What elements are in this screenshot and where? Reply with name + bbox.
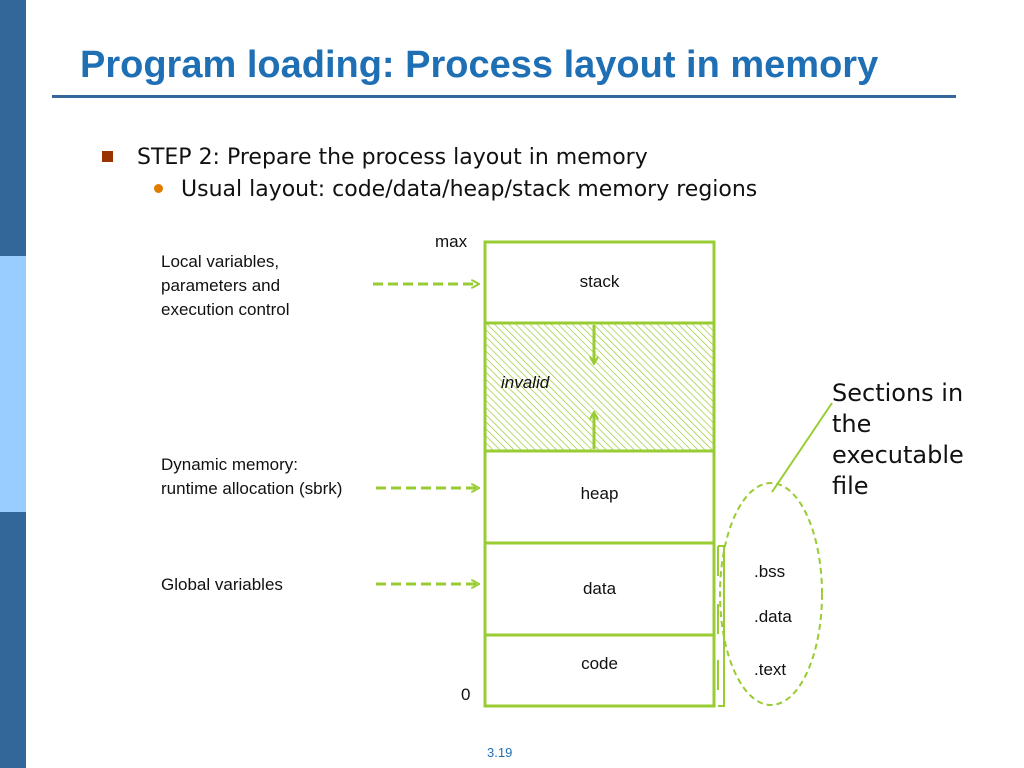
sections-leader-line	[771, 402, 833, 493]
data-section-label: .data	[754, 607, 792, 626]
code-label: code	[581, 654, 618, 673]
stack-annotation: Local variables, parameters and executio…	[161, 252, 290, 319]
round-bullet-icon	[154, 184, 163, 193]
bullet-level-2: Usual layout: code/data/heap/stack memor…	[154, 177, 757, 202]
slide-title: Program loading: Process layout in memor…	[80, 44, 879, 86]
data-label: data	[582, 579, 617, 598]
sections-caption: Sections in the executable file	[832, 379, 964, 500]
address-zero-label: 0	[461, 685, 471, 704]
data-region	[483, 541, 716, 637]
data-annotation: Global variables	[161, 575, 283, 594]
title-underline	[52, 95, 956, 98]
invalid-label: invalid	[501, 373, 550, 392]
sections-bracket	[718, 545, 725, 707]
page-number: 3.19	[487, 745, 513, 760]
heap-label: heap	[580, 484, 619, 503]
code-region	[483, 633, 716, 708]
sidebar-band-middle	[0, 256, 26, 512]
sidebar-band-top	[0, 0, 26, 256]
square-bullet-icon	[102, 151, 113, 162]
bss-section-label: .bss	[754, 562, 786, 581]
stack-label: stack	[579, 272, 620, 291]
bullet-level-1: STEP 2: Prepare the process layout in me…	[102, 145, 648, 170]
heap-region	[483, 449, 716, 545]
bullet-text: STEP 2: Prepare the process layout in me…	[137, 145, 648, 170]
invalid-region	[483, 321, 716, 453]
address-max-label: max	[435, 232, 468, 251]
heap-annotation: Dynamic memory: runtime allocation (sbrk…	[161, 455, 343, 498]
bullet-text: Usual layout: code/data/heap/stack memor…	[181, 177, 758, 202]
sections-ellipse	[719, 482, 823, 706]
sidebar-band-bottom	[0, 512, 26, 768]
text-section-label: .text	[754, 660, 787, 679]
